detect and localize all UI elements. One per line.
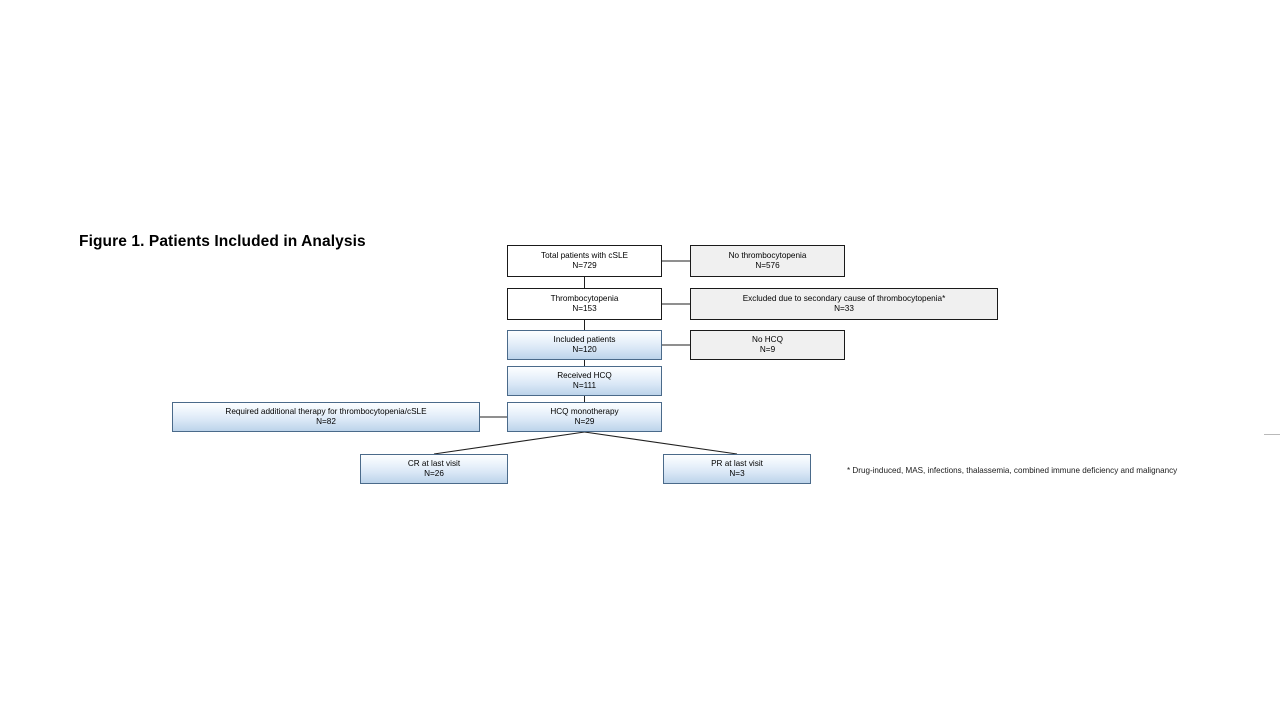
node-no-thrombocytopenia: No thrombocytopenia N=576 — [690, 245, 845, 277]
node-hcq-monotherapy-label: HCQ monotherapy — [550, 407, 619, 416]
node-required-additional-therapy-label: Required additional therapy for thromboc… — [225, 407, 427, 416]
node-no-hcq-label: No HCQ — [752, 335, 783, 344]
edge-monotherapy-to-cr — [433, 431, 585, 455]
node-total-patients-label: Total patients with cSLE — [541, 251, 628, 260]
node-hcq-monotherapy-count: N=29 — [574, 417, 595, 426]
node-required-additional-therapy-count: N=82 — [316, 417, 336, 426]
node-included-patients: Included patients N=120 — [507, 330, 662, 360]
node-total-patients-count: N=729 — [572, 261, 597, 270]
node-included-patients-count: N=120 — [572, 345, 597, 354]
node-pr-last-visit-count: N=3 — [729, 469, 745, 478]
node-received-hcq: Received HCQ N=111 — [507, 366, 662, 396]
node-cr-last-visit-label: CR at last visit — [407, 459, 461, 468]
page-title: Figure 1. Patients Included in Analysis — [79, 233, 366, 250]
node-received-hcq-count: N=111 — [572, 381, 597, 390]
node-received-hcq-label: Received HCQ — [557, 371, 612, 380]
node-total-patients: Total patients with cSLE N=729 — [507, 245, 662, 277]
node-no-thrombocytopenia-label: No thrombocytopenia — [728, 251, 807, 260]
node-excluded-secondary-cause-count: N=33 — [834, 304, 854, 313]
node-included-patients-label: Included patients — [553, 335, 616, 344]
edge-artifact-line — [1264, 434, 1280, 435]
node-pr-last-visit-label: PR at last visit — [711, 459, 763, 468]
node-thrombocytopenia-count: N=153 — [572, 304, 597, 313]
node-excluded-secondary-cause: Excluded due to secondary cause of throm… — [690, 288, 998, 320]
node-no-thrombocytopenia-count: N=576 — [755, 261, 780, 270]
node-pr-last-visit: PR at last visit N=3 — [663, 454, 811, 484]
node-thrombocytopenia: Thrombocytopenia N=153 — [507, 288, 662, 320]
node-cr-last-visit-count: N=26 — [424, 469, 444, 478]
node-no-hcq: No HCQ N=9 — [690, 330, 845, 360]
node-hcq-monotherapy: HCQ monotherapy N=29 — [507, 402, 662, 432]
node-cr-last-visit: CR at last visit N=26 — [360, 454, 508, 484]
node-thrombocytopenia-label: Thrombocytopenia — [550, 294, 619, 303]
footnote-text: * Drug-induced, MAS, infections, thalass… — [847, 466, 1178, 475]
node-excluded-secondary-cause-label: Excluded due to secondary cause of throm… — [742, 294, 946, 303]
node-no-hcq-count: N=9 — [759, 345, 776, 354]
edge-monotherapy-to-pr — [584, 431, 738, 455]
node-required-additional-therapy: Required additional therapy for thromboc… — [172, 402, 480, 432]
